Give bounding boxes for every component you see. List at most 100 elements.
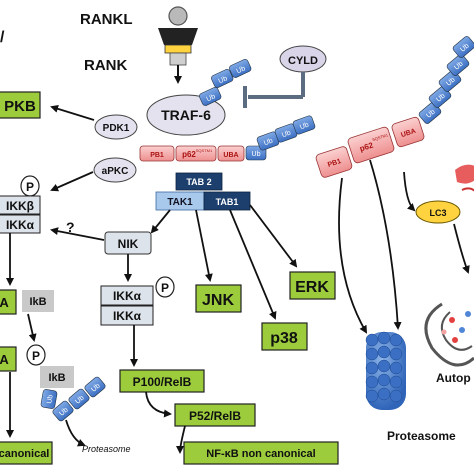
arrow-nik-ikk — [50, 227, 105, 241]
arrow-p100-p52 — [145, 391, 172, 418]
ub-label: Ub — [435, 93, 446, 104]
p100-relb-box: P100/RelB — [119, 369, 205, 393]
pdk1-label: PDK1 — [103, 123, 130, 134]
uba-label: UBA — [223, 152, 238, 159]
proteasome-icon — [365, 331, 406, 410]
p62-superscript: SQSTM1 — [196, 148, 213, 153]
p62-right-complex: PB1 p62 SQSTM1 UBA — [315, 116, 425, 178]
arrow-ub-proteasome — [65, 419, 86, 447]
pdk1-node: PDK1 — [94, 114, 138, 140]
ub-label: Ub — [206, 93, 217, 103]
top-left-fragment: / — [0, 29, 5, 46]
arrow-apkc-ikk — [50, 171, 94, 192]
p-label: P — [32, 349, 40, 363]
nfkb-canonical-label: canonical — [0, 448, 49, 460]
ub-label: Ub — [263, 138, 274, 148]
autophagy-cargo-icon — [455, 164, 474, 192]
p-label: P — [161, 281, 169, 295]
jnk-label: JNK — [202, 292, 234, 309]
lc3-node: LC3 — [415, 200, 461, 224]
arrow-ikb-phospho — [27, 313, 37, 342]
traf6-ub-chain: Ub Ub Ub — [199, 59, 252, 106]
rank-label: RANK — [84, 57, 127, 74]
ikkb-label: IKKβ — [6, 199, 34, 213]
p62-label: p62 — [182, 150, 196, 159]
p-marker-ikb: P — [26, 344, 46, 366]
tab-tak-complex: TAB 2 TAK1 TAB1 — [155, 172, 251, 211]
tak1-label: TAK1 — [167, 197, 193, 208]
tab1-label: TAB1 — [216, 197, 239, 207]
arrow-p62-proteasome-2 — [369, 159, 402, 330]
ub-label: Ub — [299, 122, 310, 132]
p62-center-complex: PB1 p62 SQSTM1 UBA Ub Ub Ub Ub — [139, 115, 316, 162]
ikka-label: IKKα — [113, 289, 142, 303]
ikka-left-box: IKKα — [0, 214, 41, 234]
ikb-ub-chain: Ub Ub Ub Ub — [40, 376, 106, 422]
p62-superscript: SQSTM1 — [371, 132, 389, 142]
jnk-box: JNK — [195, 284, 242, 313]
ub-label: Ub — [425, 109, 436, 120]
a-label: A — [0, 295, 9, 310]
cyld-inhibition — [243, 72, 305, 108]
ub-label: Ub — [459, 43, 470, 54]
nfkb-canonical-box: canonical — [0, 441, 53, 465]
ub-label: Ub — [58, 407, 69, 418]
p52-relb-box: P52/RelB — [174, 403, 256, 427]
right-ub-chain: Ub Ub Ub Ub Ub — [418, 36, 474, 124]
ub-label: Ub — [74, 395, 85, 406]
pkb-box: PKB — [0, 91, 41, 119]
ub-label: Ub — [236, 65, 247, 75]
ikb-box-2: IkB — [40, 366, 74, 388]
erk-label: ERK — [295, 279, 329, 296]
pkb-label: PKB — [4, 98, 36, 115]
p52-label: P52/RelB — [189, 409, 241, 423]
p62-label: p62 — [358, 140, 374, 153]
rank-receptor-icon — [158, 6, 198, 84]
p-marker-ikk: P — [20, 175, 40, 197]
p-marker-ikka: P — [155, 276, 175, 298]
question-mark: ? — [66, 219, 75, 235]
arrow-tab1-p38 — [229, 209, 277, 320]
nik-label: NIK — [118, 237, 139, 251]
apkc-node: aPKC — [93, 157, 137, 183]
cyld-node: CYLD — [279, 45, 327, 73]
left-a-box-2: A — [0, 346, 17, 372]
p38-label: p38 — [270, 330, 298, 347]
p38-box: p38 — [261, 322, 308, 351]
p-label: P — [26, 180, 34, 194]
pb1-label: PB1 — [327, 158, 342, 169]
ub-label: Ub — [46, 394, 54, 404]
ikb-label: IkB — [48, 372, 65, 384]
proteasome-label: Proteasome — [387, 429, 456, 443]
ub-label: Ub — [445, 77, 456, 88]
lc3-label: LC3 — [429, 208, 446, 218]
nik-box: NIK — [104, 231, 152, 255]
arrow-tak1-nik — [150, 209, 171, 234]
proteasome-small-label: Proteasome — [82, 444, 131, 454]
arrow-pdk1-pkb — [50, 104, 95, 121]
a-label: A — [0, 352, 9, 367]
nfkb-noncanonical-box: NF-κB non canonical — [183, 441, 339, 465]
arrow-tab1-erk — [249, 204, 298, 268]
ub-label: Ub — [218, 75, 229, 85]
ub-label: Ub — [252, 151, 261, 158]
ikka-left-label: IKKα — [6, 218, 35, 232]
ub-label: Ub — [90, 383, 101, 394]
traf6-label: TRAF-6 — [161, 107, 211, 123]
apkc-label: aPKC — [102, 166, 129, 177]
arrow-p62-proteasome — [338, 177, 368, 334]
autophagy-label: Autop — [436, 371, 471, 385]
arrow-p62-lc3 — [403, 171, 416, 212]
arrow-tak1-jnk — [195, 209, 213, 282]
arrow-p52-nfkb — [176, 425, 186, 454]
ikb-box-1: IkB — [22, 290, 54, 312]
p100-label: P100/RelB — [133, 375, 192, 389]
nfkb-noncanonical-label: NF-κB non canonical — [206, 448, 315, 460]
cyld-label: CYLD — [288, 55, 318, 67]
erk-box: ERK — [289, 271, 336, 300]
ikb-label: IkB — [29, 296, 46, 308]
ub-label: Ub — [281, 130, 292, 140]
tab2-label: TAB 2 — [186, 177, 211, 187]
